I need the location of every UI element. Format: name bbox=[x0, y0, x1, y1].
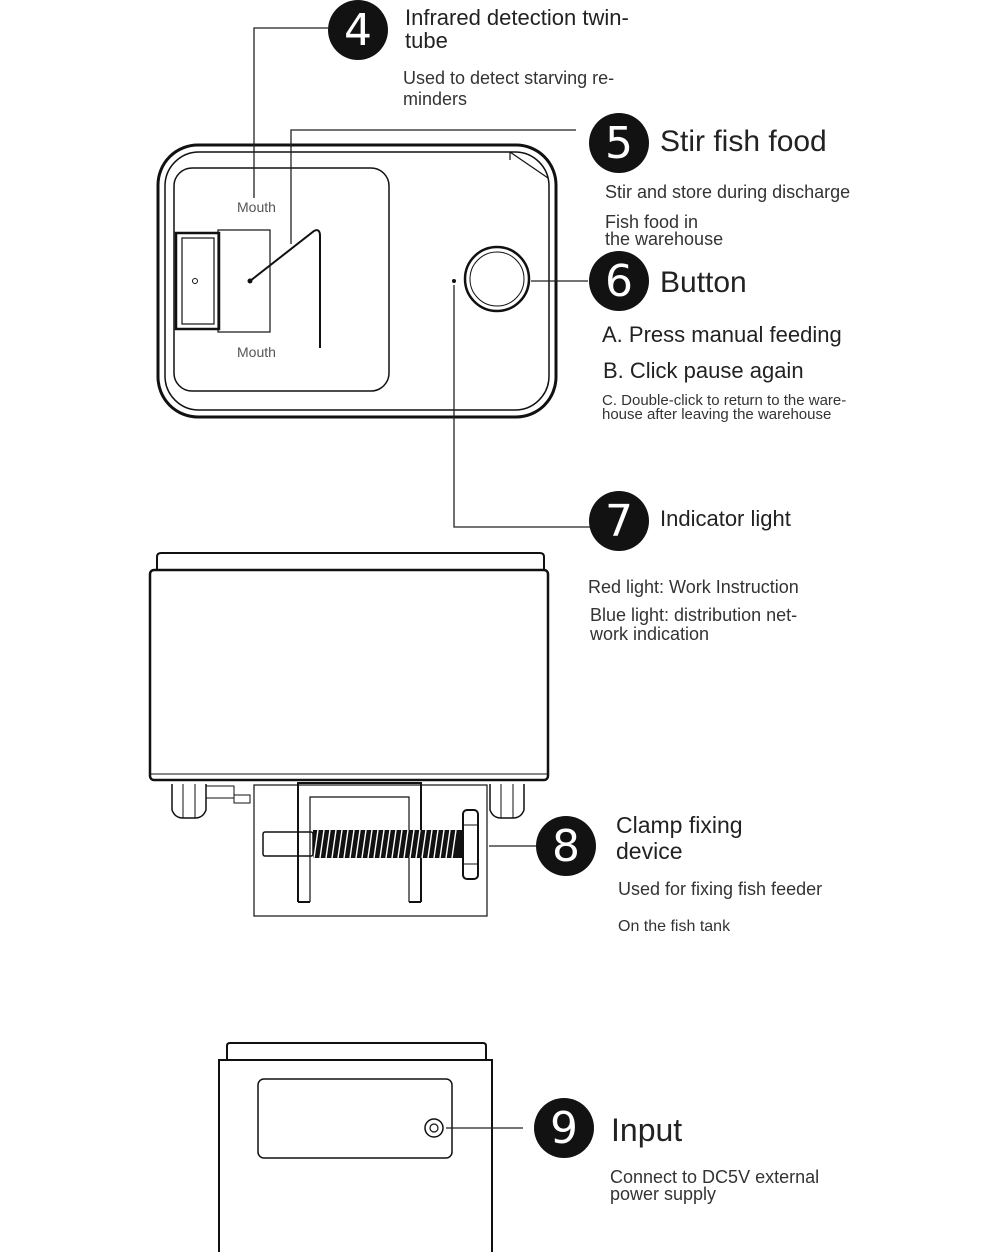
callout-number-9: 9 bbox=[534, 1098, 594, 1158]
callout-number-8: 8 bbox=[536, 816, 596, 876]
callout-8-desc-line-1: Used for fixing fish feeder bbox=[618, 879, 823, 899]
callout-5-title: Stir fish food bbox=[660, 125, 827, 158]
mouth-label-bottom: Mouth bbox=[237, 344, 276, 360]
leader-line-5 bbox=[290, 129, 576, 244]
callout-6-note-line-2: house after leaving the warehouse bbox=[602, 406, 832, 423]
callout-number-5: 5 bbox=[589, 113, 649, 173]
callout-number-7: 7 bbox=[589, 491, 649, 551]
callout-4-desc-line-2: minders bbox=[403, 89, 468, 109]
callout-9-title: Input bbox=[611, 1112, 683, 1148]
mouth-label-top: Mouth bbox=[237, 199, 276, 215]
callout-6-item-a: A. Press manual feeding bbox=[602, 322, 842, 347]
callout-7-desc-line-3: work indication bbox=[590, 624, 710, 644]
leader-line-4 bbox=[253, 27, 328, 198]
side-view-illustration bbox=[148, 552, 550, 917]
callout-4-desc-line-1: Used to detect starving re- bbox=[403, 68, 615, 88]
callout-4-title-line-2: tube bbox=[405, 28, 448, 53]
callout-4-title-line-1: Infrared detection twin- bbox=[405, 5, 629, 30]
callout-number-4: 4 bbox=[328, 0, 388, 60]
leader-line-7 bbox=[453, 285, 590, 528]
leader-lines bbox=[253, 27, 590, 1129]
callout-5-desc-line-3: the warehouse bbox=[605, 229, 724, 249]
callout-6-title: Button bbox=[660, 266, 747, 299]
callout-7-desc-line-2: Blue light: distribution net- bbox=[590, 605, 798, 625]
top-view-illustration bbox=[156, 143, 558, 419]
callout-6-note-line-1: C. Double-click to return to the ware- bbox=[602, 392, 847, 409]
callout-7-title: Indicator light bbox=[660, 506, 791, 531]
callout-5-desc-line-1: Stir and store during discharge bbox=[605, 182, 851, 202]
callout-number-6: 6 bbox=[589, 251, 649, 311]
callout-9-desc-line-2: power supply bbox=[610, 1184, 717, 1204]
callout-9-desc-line-1: Connect to DC5V external bbox=[610, 1167, 820, 1187]
callout-8-title-line-1: Clamp fixing bbox=[616, 812, 743, 838]
callout-7-desc-line-1: Red light: Work Instruction bbox=[588, 577, 799, 597]
callout-8-desc-line-2: On the fish tank bbox=[618, 918, 731, 935]
callout-8-title-line-2: device bbox=[616, 838, 683, 864]
back-view-illustration bbox=[218, 1042, 493, 1252]
callout-6-item-b: B. Click pause again bbox=[603, 358, 804, 383]
callout-5-desc-line-2: Fish food in bbox=[605, 212, 699, 232]
